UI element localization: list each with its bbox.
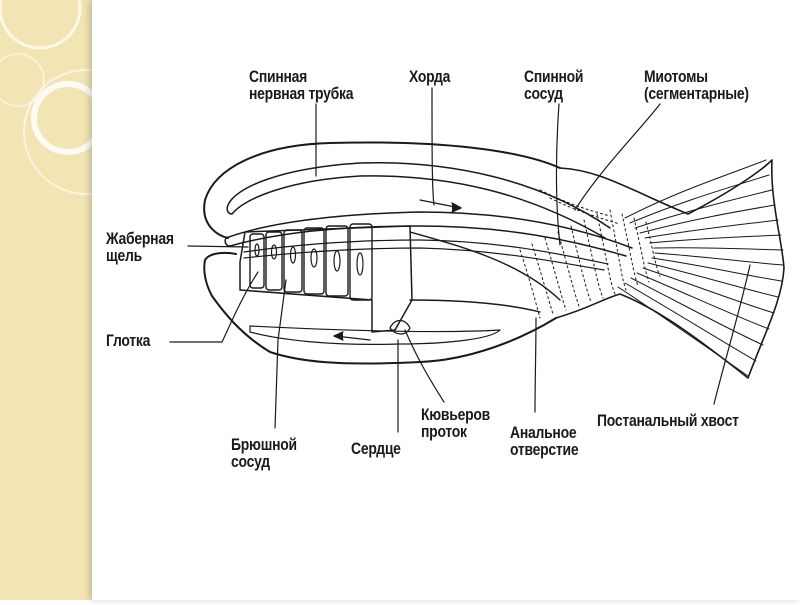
- gut: [409, 231, 561, 313]
- body-outline-lower: [203, 251, 557, 365]
- body-outline: [203, 141, 561, 239]
- leader-lines: [169, 87, 751, 433]
- myotomes: [519, 189, 661, 319]
- side-panel: [0, 0, 149, 600]
- heart-shape: [389, 319, 411, 335]
- label-heart: Сердце: [351, 439, 401, 458]
- label-pharynx: Глотка: [106, 331, 151, 350]
- label-chord: Хорда: [409, 67, 451, 86]
- flow-arrows: [333, 199, 462, 341]
- label-postanal-tail: Постанальный хвост: [597, 411, 739, 430]
- gill-bars: [249, 223, 373, 301]
- gill-slits: [254, 243, 364, 276]
- dorsal-vessel: [243, 239, 609, 271]
- notochord: [224, 211, 633, 257]
- label-myotomes: Миотомы(сегментарные): [644, 67, 749, 103]
- nerve-tube: [226, 161, 611, 239]
- ventral-vessel: [249, 325, 501, 345]
- tail-fin: [617, 159, 784, 377]
- tail-outline: [555, 159, 785, 379]
